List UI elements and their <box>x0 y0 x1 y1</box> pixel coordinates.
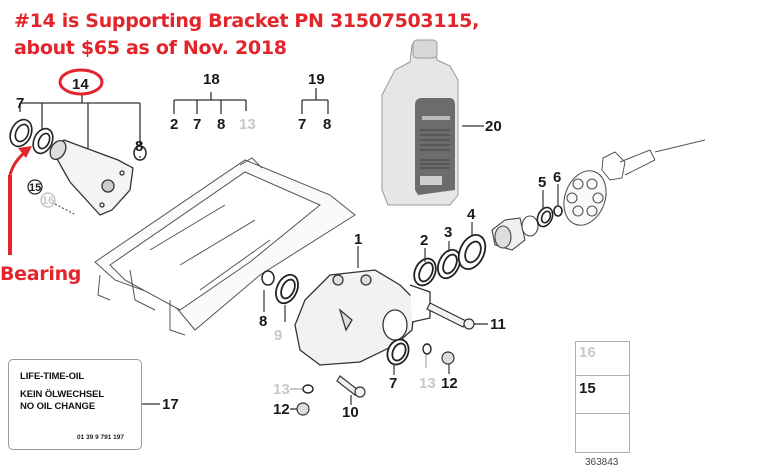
supporting-bracket-14 <box>49 139 134 216</box>
flex-disc <box>563 170 607 226</box>
callout-6: 6 <box>553 169 562 186</box>
callout-2: 2 <box>420 232 429 249</box>
label-line-1: LIFE-TIME-OIL <box>20 371 85 382</box>
callout-18-13: 13 <box>239 116 256 133</box>
callout-3: 3 <box>444 224 453 241</box>
callout-17: 17 <box>162 396 179 413</box>
callout-7-top: 7 <box>16 95 25 112</box>
callout-10: 10 <box>342 404 359 421</box>
callout-13-lower: 13 <box>419 375 436 392</box>
o-ring-8-top <box>133 145 147 161</box>
label-line-3: NO OIL CHANGE <box>20 401 96 412</box>
callout-14: 14 <box>72 76 89 93</box>
callout-20: 20 <box>485 118 502 135</box>
oil-bottle <box>381 39 459 206</box>
callout-5: 5 <box>538 174 547 191</box>
callout-18-8: 8 <box>217 116 226 133</box>
drive-shaft <box>601 139 706 181</box>
callout-16-circle: 16 <box>42 195 55 207</box>
legend-box: 16 15 <box>575 341 630 453</box>
callout-12-lower: 12 <box>441 375 458 392</box>
callout-19-8: 8 <box>323 116 332 133</box>
legend-cell-15: 15 <box>576 376 629 414</box>
callout-7-lower: 7 <box>389 375 398 392</box>
callout-15-circle: 15 <box>29 182 42 194</box>
differential-housing-1 <box>294 269 431 366</box>
callout-9: 9 <box>274 327 283 344</box>
lifetime-oil-label: LIFE-TIME-OIL KEIN ÖLWECHSEL NO OIL CHAN… <box>8 359 142 450</box>
seal-9 <box>275 273 299 305</box>
oil-pan <box>94 157 356 336</box>
diagram-id: 363843 <box>585 457 619 468</box>
bearing <box>32 127 54 155</box>
callout-13-left: 13 <box>273 381 290 398</box>
callout-19: 19 <box>308 71 325 88</box>
plug-12 <box>441 351 455 365</box>
callout-4: 4 <box>467 206 476 223</box>
output-flange <box>491 215 539 251</box>
label-line-2: KEIN ÖLWECHSEL <box>20 389 105 400</box>
callout-12-left: 12 <box>273 401 290 418</box>
legend-number-15: 15 <box>579 380 596 397</box>
callout-circle-15 <box>27 179 43 195</box>
o-ring-13 <box>422 343 432 355</box>
label-part-code: 01 39 9 791 197 <box>77 434 124 441</box>
callout-18-7: 7 <box>193 116 202 133</box>
o-ring-8-lower <box>261 270 275 286</box>
seal-7-lower <box>386 338 410 366</box>
plug-12-lower <box>296 402 310 416</box>
callout-18: 18 <box>203 71 220 88</box>
legend-cell-16: 16 <box>576 342 629 376</box>
annotation-line-2: about $65 as of Nov. 2018 <box>14 37 287 59</box>
highlight-circle-14 <box>58 68 104 96</box>
callout-8-lower: 8 <box>259 313 268 330</box>
callout-18-2: 2 <box>170 116 179 133</box>
bolt-11 <box>426 302 475 330</box>
callout-19-7: 7 <box>298 116 307 133</box>
callout-tree-19 <box>301 88 329 114</box>
legend-number-16: 16 <box>579 344 596 361</box>
sleeve-6 <box>553 205 563 217</box>
seal-7-left <box>9 118 33 148</box>
bolt-10 <box>336 375 366 398</box>
callout-8-top: 8 <box>135 138 144 155</box>
callout-circle-16 <box>40 192 56 208</box>
callout-11: 11 <box>490 316 506 333</box>
bearing-arrow-head <box>18 146 32 158</box>
callout-tree-18 <box>173 92 247 114</box>
callout-1: 1 <box>354 231 363 248</box>
annotation-line-1: #14 is Supporting Bracket PN 31507503115… <box>14 10 480 32</box>
bearing-label: Bearing <box>0 263 82 285</box>
callout-tree-14 <box>19 95 141 150</box>
